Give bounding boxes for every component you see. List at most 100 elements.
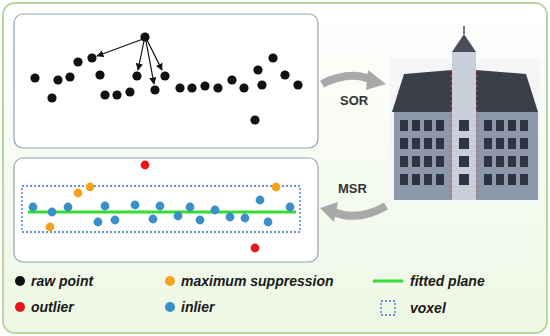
point-cloud [29,32,303,252]
neighbor-arrow [146,41,154,84]
classified-point [131,201,140,210]
legend-swatch [165,302,175,312]
legend-swatch [15,276,25,286]
window [424,174,432,185]
window [459,120,469,131]
windows [400,120,528,185]
raw-point [253,65,262,74]
classified-point [46,223,55,232]
window [400,138,408,149]
legend-swatch [372,276,404,286]
roof [476,70,538,112]
raw-point [268,53,277,62]
window [484,156,492,167]
raw-point [293,80,302,89]
sor-arrow-shaft [322,76,372,84]
classified-point [264,218,273,227]
classified-point [111,216,120,225]
window [508,120,516,131]
legend-item: maximum suppression [165,274,334,288]
legend-text: raw point [31,274,93,288]
classified-point [29,203,38,212]
raw-panel [14,14,318,148]
classified-point [174,212,183,221]
raw-point [95,70,104,79]
msr-arrow [320,202,386,222]
raw-point [112,90,121,99]
raw-point [150,85,159,94]
window [496,138,504,149]
legend-text: outlier [31,300,74,314]
classified-point [196,216,205,225]
raw-point [239,83,248,92]
sor-arrow [322,70,386,90]
window [508,156,516,167]
legend-item: voxel [372,300,446,316]
edge-points [451,70,452,200]
raw-point [227,75,236,84]
window [424,156,432,167]
sor-arrow-head [366,70,386,90]
raw-point [200,81,209,90]
classified-point [94,218,103,227]
window [400,156,408,167]
legend-item: outlier [15,300,74,314]
legend-text: maximum suppression [181,274,334,288]
classified-point [286,203,295,212]
legend-text: fitted plane [410,274,485,288]
window [508,138,516,149]
window [436,156,444,167]
window [459,138,469,149]
raw-point [140,32,149,41]
legend-swatch [165,276,175,286]
process-label: SOR [340,94,368,107]
window [424,138,432,149]
raw-point [65,72,74,81]
neighbor-arrows [97,39,162,84]
legend-item: inlier [165,300,214,314]
legend-text: voxel [410,301,446,315]
msr-arrow-head [320,202,338,222]
classified-point [86,183,95,192]
window [520,120,528,131]
raw-point [125,87,134,96]
raw-point [87,53,96,62]
raw-point [175,83,184,92]
process-label: MSR [338,182,367,195]
window [412,138,420,149]
raw-point [257,80,266,89]
classified-point [141,161,150,170]
classified-point [48,208,57,217]
window [436,120,444,131]
classified-point [149,215,158,224]
window [436,174,444,185]
window [520,138,528,149]
window [412,156,420,167]
voxel-box [22,186,300,232]
raw-point [73,57,82,66]
voxel-sample [381,301,395,315]
window [412,174,420,185]
classified-point [156,202,165,211]
window [496,174,504,185]
window [484,138,492,149]
spire [463,26,465,34]
legend-swatch [15,302,25,312]
raw-point [250,115,259,124]
msr-panel [14,158,318,262]
plane-sample [373,280,403,283]
window [484,120,492,131]
window [520,174,528,185]
outer-frame [3,3,547,333]
raw-point [100,90,109,99]
classified-point [256,196,265,205]
raw-point [280,70,289,79]
classified-point [74,189,83,198]
building-point-cloud [390,26,540,202]
classified-point [241,214,250,223]
window [424,120,432,131]
classified-point [101,202,110,211]
legend-item: fitted plane [372,274,485,288]
raw-point [30,73,39,82]
